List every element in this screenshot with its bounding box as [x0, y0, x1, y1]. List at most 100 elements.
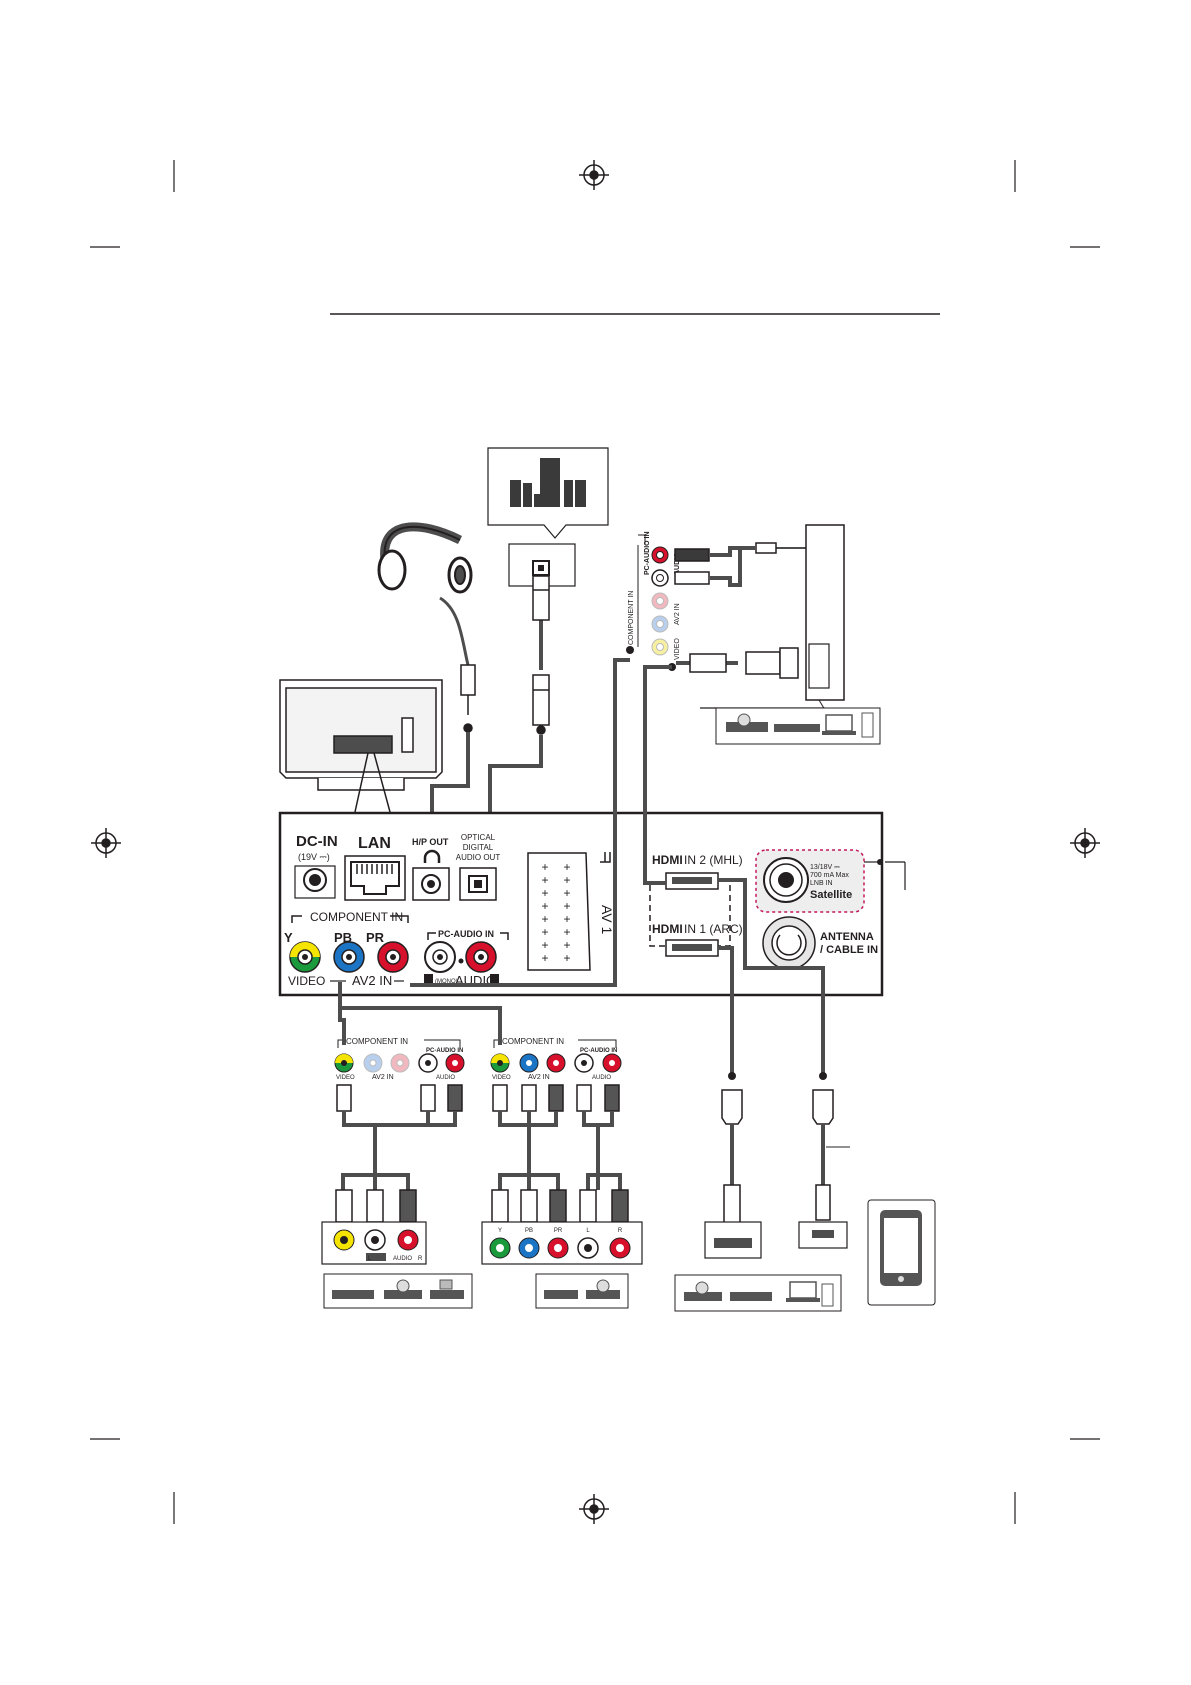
pc-audio-in-label: PC-AUDIO IN: [438, 929, 494, 939]
dc-in-voltage-label: (19V ⎓): [298, 852, 330, 862]
headphone-plug: [460, 664, 476, 733]
av-panel-left: COMPONENT IN PC-AUDIO IN VIDEO AV2 IN AU…: [334, 1037, 465, 1081]
hdmi-in1-label: IN 1 (ARC): [684, 922, 743, 936]
speaker-icon: [510, 458, 586, 507]
svg-text:+: +: [563, 899, 570, 913]
vga-cable: [668, 647, 799, 679]
svg-text:+: +: [541, 925, 548, 939]
lan-label: LAN: [358, 835, 391, 852]
y-label: Y: [284, 930, 293, 945]
device-r-label: R: [618, 1228, 623, 1234]
mono-label: (MONO): [435, 979, 458, 985]
mhl-device-port: [798, 1221, 848, 1249]
cable-to-left-panel: [338, 982, 346, 1045]
jack-audio-r: [465, 941, 497, 973]
hdmi-ports: HDMI IN 2 (MHL) HDMI IN 1 (ARC): [649, 853, 743, 957]
middle-panel-pc-audio-label: PC-AUDIO IN: [580, 1048, 617, 1054]
hdmi-plug-right: [812, 1089, 834, 1221]
satellite-lnb-port: 13/18V ⎓ 700 mA Max LNB IN Satellite: [755, 849, 906, 913]
jack-pr: [377, 941, 409, 973]
jack-pb: [333, 941, 365, 973]
registration-mark-right: [1070, 828, 1100, 858]
pr-label: PR: [366, 930, 385, 945]
headphones-icon: [377, 522, 473, 666]
middle-panel-video-label: VIDEO: [492, 1075, 511, 1081]
pc-panel-audio-label: AUDIO: [674, 552, 681, 575]
svg-text:+: +: [541, 912, 548, 926]
registration-mark-top: [579, 160, 609, 190]
pc-audio-av2-cable: [410, 658, 630, 987]
hdmi2-cable: [718, 878, 825, 1076]
left-panel-av2-label: AV2 IN: [372, 1074, 394, 1081]
headphone-out-port: H/P OUT: [412, 837, 450, 901]
optical-plug-top: [532, 575, 550, 621]
component-cable-middle: [498, 1111, 614, 1190]
pc-connection-panel: COMPONENT IN PC-AUDIO IN AUDIO AV2 IN VI…: [628, 531, 681, 660]
optical-plug-bottom: [532, 674, 550, 735]
hp-out-label: H/P OUT: [412, 837, 449, 847]
component-in-label: COMPONENT IN: [310, 910, 403, 924]
video-label: VIDEO: [288, 974, 325, 988]
device-left-r-label: R: [418, 1256, 423, 1262]
smartphone-box: [867, 1199, 936, 1306]
pb-label: PB: [334, 930, 352, 945]
composite-cable-left: [342, 1111, 457, 1190]
svg-text:+: +: [563, 912, 570, 926]
hdmi2-logo: HDMI: [652, 853, 683, 867]
left-panel-video-label: VIDEO: [336, 1075, 355, 1081]
pc-panel-component-in-label: COMPONENT IN: [628, 591, 635, 645]
component-av2-port-group: COMPONENT IN PC-AUDIO IN Y PB PR VIDEO: [284, 910, 509, 988]
speaker-system-box: [487, 447, 609, 539]
left-panel-audio-label: AUDIO: [436, 1075, 455, 1081]
device-y-label: Y: [498, 1228, 502, 1234]
device-left-l-label: L: [368, 1256, 372, 1262]
svg-text:+: +: [541, 938, 548, 952]
pc-rear-panel: [700, 524, 845, 711]
dc-in-label: DC-IN: [296, 833, 338, 850]
pc-audio-cable: [710, 546, 808, 587]
jack-audio-l: [424, 941, 456, 973]
hdmi-device-port: [704, 1221, 762, 1259]
av1-label: AV 1: [599, 905, 615, 935]
satellite-label: Satellite: [810, 889, 852, 901]
left-panel-pc-audio-label: PC-AUDIO IN: [426, 1048, 463, 1054]
antenna-label-2: / CABLE IN: [820, 944, 878, 956]
device-jacks-left: L AUDIO R: [321, 1221, 427, 1265]
headphone-icon: [423, 849, 441, 863]
sat-current-label: 700 mA Max: [810, 872, 849, 879]
av2-in-label: AV2 IN: [352, 973, 392, 988]
dvi-hdmi-cable: [643, 665, 672, 885]
pc-panel-pc-audio-label: PC-AUDIO IN: [644, 531, 651, 575]
lan-port: LAN: [344, 835, 406, 901]
device-pb-label: PB: [525, 1228, 533, 1234]
sat-lnb-label: LNB IN: [810, 880, 833, 887]
scart-pins: ++ ++ ++ ++ ++ ++ ++ ++: [541, 860, 570, 965]
tv-back-icon: [279, 679, 443, 813]
device-jacks-right: Y PB PR L R: [481, 1221, 643, 1265]
crop-marks: [90, 160, 1100, 1524]
pc-panel-av2-label: AV2 IN: [674, 603, 681, 625]
svg-text:+: +: [563, 873, 570, 887]
devices-box-middle: [535, 1273, 629, 1309]
optical-label-2: DIGITAL: [463, 843, 494, 852]
svg-text:+: +: [563, 886, 570, 900]
rca-plugs-left-top: [336, 1084, 463, 1112]
svg-text:+: +: [563, 925, 570, 939]
registration-mark-left: [91, 828, 121, 858]
pc-devices-box: [715, 707, 881, 745]
middle-panel-component-label: COMPONENT IN: [502, 1037, 564, 1046]
jack-y-video: [289, 941, 321, 973]
svg-text:+: +: [541, 886, 548, 900]
sat-voltage-label: 13/18V ⎓: [810, 864, 840, 871]
svg-text:+: +: [563, 860, 570, 874]
hdmi-in2-port: [665, 872, 719, 890]
scart-icon: [600, 852, 611, 863]
audio-r-marker: R: [492, 976, 498, 985]
device-left-audio-label: AUDIO: [393, 1256, 412, 1262]
scart-av1-port: ++ ++ ++ ++ ++ ++ ++ ++ AV 1: [527, 852, 615, 971]
hdmi-in1-port: [665, 939, 719, 957]
rca-plugs-left-bottom: [335, 1173, 417, 1223]
devices-box-left: [323, 1273, 473, 1309]
svg-text:+: +: [563, 938, 570, 952]
